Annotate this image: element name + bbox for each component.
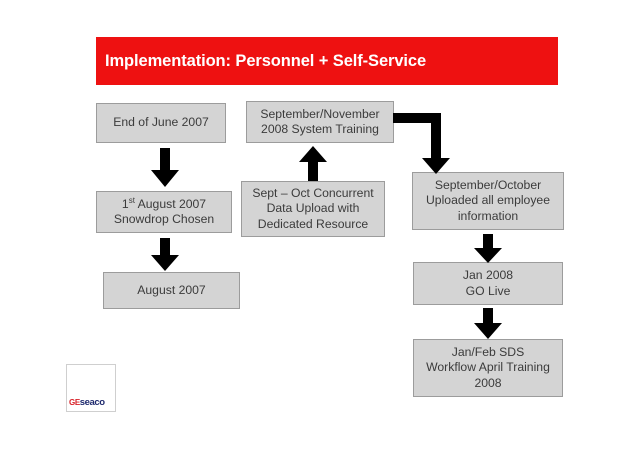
node-jan-feb-sds-workflow-april-training-2008: Jan/Feb SDS Workflow April Training 2008 bbox=[413, 339, 563, 397]
node-line: Snowdrop Chosen bbox=[113, 212, 215, 226]
arrow-elbow-icon-system-training-to-uploaded-info bbox=[393, 113, 451, 175]
arrow-up-icon-data-upload-to-system-training bbox=[296, 146, 330, 182]
logo-ge-text: GE bbox=[69, 398, 80, 407]
node-end-of-june-2007: End of June 2007 bbox=[96, 103, 226, 143]
node-line: August 2007 bbox=[137, 282, 206, 297]
arrow-down-icon-uploaded-info-to-go-live bbox=[471, 234, 505, 264]
node-line: Uploaded all employee bbox=[426, 193, 550, 208]
node-sept-oct-concurrent-data-upload: Sept – Oct Concurrent Data Upload with D… bbox=[241, 181, 385, 237]
node-line: 2008 System Training bbox=[261, 122, 379, 136]
arrow-down-icon-go-live-to-sds-workflow bbox=[471, 308, 505, 340]
node-august-2007: August 2007 bbox=[103, 272, 240, 309]
logo-wordmark: GEseaco bbox=[67, 397, 105, 411]
node-line: September/October bbox=[434, 177, 542, 192]
node-line: End of June 2007 bbox=[113, 115, 209, 130]
node-line: Sept – Oct Concurrent bbox=[252, 185, 374, 200]
node-line: 1st August 2007 bbox=[121, 195, 207, 211]
logo-seaco-text: seaco bbox=[79, 397, 105, 408]
title-banner: Implementation: Personnel + Self-Service bbox=[96, 37, 558, 85]
node-september-november-2008-system-training: September/November 2008 System Training bbox=[246, 101, 394, 143]
node-line: 2008 bbox=[474, 375, 502, 390]
node-line: GO Live bbox=[465, 283, 511, 298]
node-line: September/November bbox=[260, 106, 380, 121]
node-line: Jan 2008 bbox=[462, 268, 514, 282]
node-line: Data Upload with bbox=[266, 201, 360, 216]
arrow-down-icon-end-of-june-to-snowdrop bbox=[148, 148, 182, 188]
node-jan-2008-go-live: Jan 2008 GO Live bbox=[413, 262, 563, 305]
logo: GEseaco bbox=[66, 364, 116, 412]
node-line: Jan/Feb SDS bbox=[451, 344, 525, 359]
ordinal-suffix: st bbox=[128, 195, 135, 205]
node-1st-august-2007-snowdrop-chosen: 1st August 2007 Snowdrop Chosen bbox=[96, 191, 232, 233]
node-line: Workflow April Training bbox=[426, 360, 550, 375]
arrow-down-icon-snowdrop-to-august-2007 bbox=[148, 238, 182, 272]
node-line: information bbox=[457, 208, 519, 223]
node-september-october-uploaded-all-employee-information: September/October Uploaded all employee … bbox=[412, 172, 564, 230]
node-line: Dedicated Resource bbox=[257, 216, 369, 231]
page-title: Implementation: Personnel + Self-Service bbox=[105, 51, 427, 70]
